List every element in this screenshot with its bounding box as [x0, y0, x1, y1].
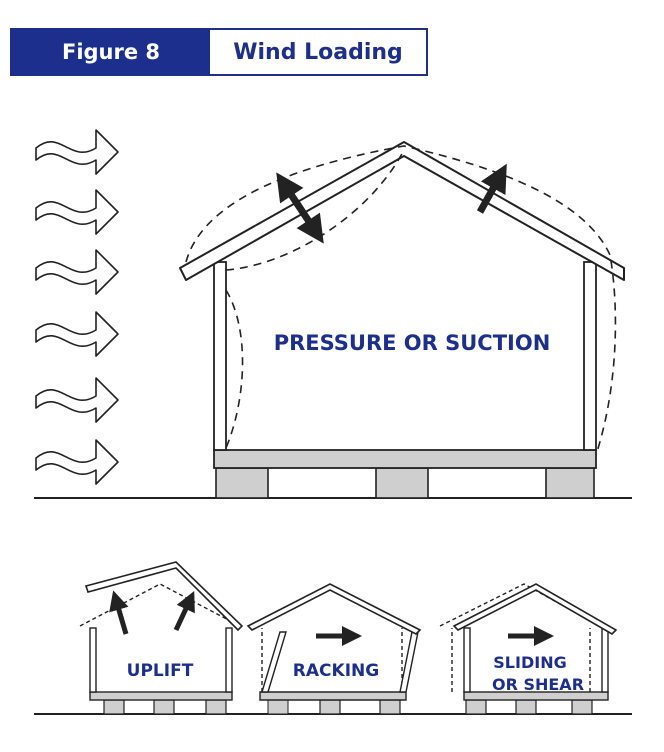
lifted-roof: [84, 561, 244, 632]
deformation-outline-wall: [225, 289, 244, 449]
double-arrow-icon: [276, 172, 324, 244]
main-diagram-label: PRESSURE OR SUCTION: [274, 331, 551, 355]
uplift-panel: UPLIFT: [79, 561, 244, 715]
wind-arrow-icon: [35, 311, 119, 357]
right-wall: [583, 261, 597, 451]
foundation-pier: [375, 467, 429, 499]
panel-label: OR SHEAR: [492, 675, 584, 694]
wind-arrow-icon: [35, 249, 119, 295]
deformation-outline: [185, 145, 617, 456]
figure-title: Wind Loading: [233, 39, 403, 65]
wind-arrow-icon: [35, 377, 119, 423]
wind-arrow-icon: [35, 129, 119, 175]
foundation-pier: [215, 467, 269, 499]
sliding-panel: SLIDING OR SHEAR: [439, 583, 618, 715]
figure-header: Figure 8 Wind Loading: [10, 28, 428, 76]
racking-panel: RACKING: [246, 583, 422, 715]
wind-arrow-icon: [35, 439, 119, 485]
left-wall: [213, 261, 227, 451]
load-type-panels: UPLIFT RACKING: [34, 561, 632, 715]
racked-roof: [246, 583, 422, 635]
panel-label: UPLIFT: [127, 661, 194, 681]
foundation-pier: [545, 467, 595, 499]
uplift-arrow-icon: [109, 590, 129, 635]
roof: [179, 141, 625, 281]
uplift-arrow-icon: [173, 590, 195, 632]
floor-beam: [213, 449, 597, 469]
wind-arrows: [35, 129, 119, 485]
figure-number: Figure 8: [12, 30, 210, 74]
wind-arrow-icon: [35, 189, 119, 235]
panel-label: SLIDING: [493, 653, 566, 672]
sliding-roof: [452, 583, 618, 636]
suction-arrow-icon: [476, 163, 507, 214]
panel-label: RACKING: [293, 661, 379, 681]
main-house: PRESSURE OR SUCTION: [34, 141, 632, 499]
